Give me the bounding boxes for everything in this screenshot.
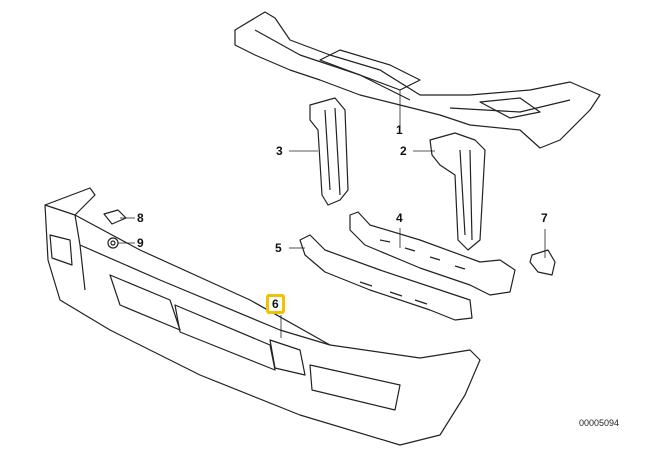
- callout-4[interactable]: 4: [396, 211, 403, 225]
- callout-3[interactable]: 3: [276, 144, 283, 158]
- part-8-nut: [103, 209, 127, 225]
- part-1-front-carrier: [234, 11, 601, 149]
- callout-8[interactable]: 8: [137, 211, 144, 225]
- part-5-support: [299, 234, 473, 321]
- leader-lines: [118, 90, 546, 338]
- callout-5[interactable]: 5: [275, 241, 282, 255]
- callout-7[interactable]: 7: [541, 211, 548, 225]
- part-4-support: [349, 211, 516, 296]
- part-3-bracket: [309, 97, 349, 206]
- callout-1[interactable]: 1: [396, 123, 403, 137]
- part-2-bracket: [429, 132, 486, 251]
- callout-6-highlighted[interactable]: 6: [266, 294, 285, 314]
- part-9-nut: [107, 237, 119, 249]
- callout-2[interactable]: 2: [400, 144, 407, 158]
- callout-9[interactable]: 9: [137, 236, 144, 250]
- part-7-clip: [529, 249, 556, 276]
- part-6-bumper: [44, 187, 481, 446]
- diagram-reference-number: 00005094: [579, 418, 620, 428]
